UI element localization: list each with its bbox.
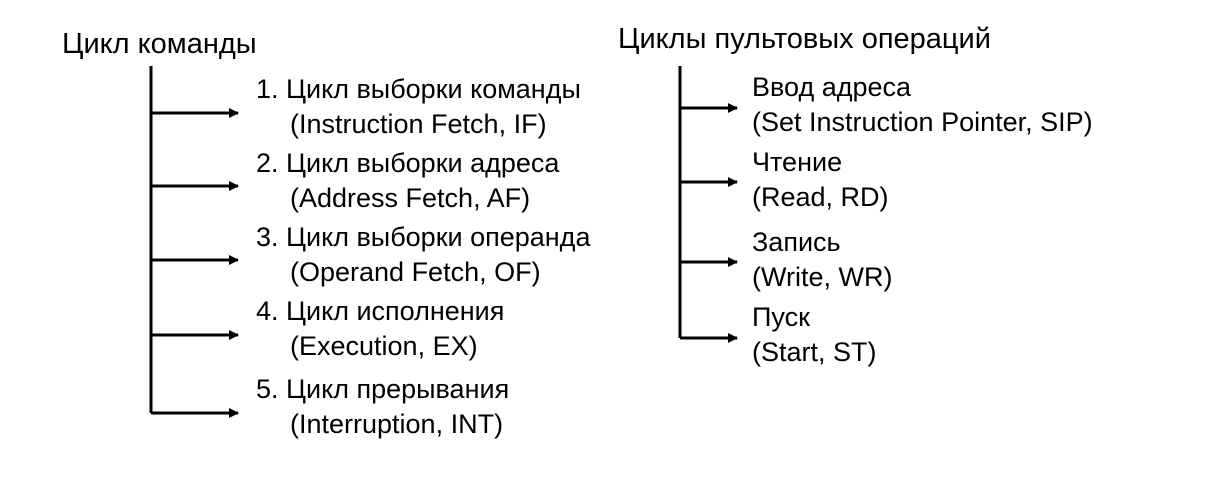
right-item-read: Чтение (Read, RD)	[752, 145, 889, 215]
left-item-label: 5. Цикл прерывания	[256, 374, 510, 404]
right-item-sublabel: (Set Instruction Pointer, SIP)	[752, 107, 1093, 137]
left-item-instruction-fetch: 1. Цикл выборки команды (Instruction Fet…	[256, 72, 581, 142]
right-item-sublabel: (Start, ST)	[752, 337, 877, 367]
left-item-sublabel: (Instruction Fetch, IF)	[290, 109, 547, 139]
right-item-label: Ввод адреса	[752, 72, 912, 102]
right-item-label: Пуск	[752, 302, 810, 332]
left-group-title: Цикл команды	[62, 28, 257, 60]
right-item-label: Запись	[752, 227, 841, 257]
left-item-label: 4. Цикл исполнения	[256, 296, 505, 326]
left-item-execution: 4. Цикл исполнения (Execution, EX)	[256, 294, 504, 364]
right-item-write: Запись (Write, WR)	[752, 225, 892, 295]
left-branches	[151, 108, 239, 418]
right-item-start: Пуск (Start, ST)	[752, 300, 877, 370]
right-item-set-instruction-pointer: Ввод адреса (Set Instruction Pointer, SI…	[752, 70, 1093, 140]
left-item-sublabel: (Interruption, INT)	[290, 409, 504, 439]
left-item-sublabel: (Execution, EX)	[290, 331, 478, 361]
left-item-label: 3. Цикл выборки операнда	[256, 222, 591, 252]
right-item-sublabel: (Write, WR)	[752, 262, 893, 292]
left-item-operand-fetch: 3. Цикл выборки операнда (Operand Fetch,…	[256, 220, 590, 290]
left-item-sublabel: (Operand Fetch, OF)	[290, 257, 541, 287]
right-item-sublabel: (Read, RD)	[752, 182, 889, 212]
left-item-interruption: 5. Цикл прерывания (Interruption, INT)	[256, 372, 509, 442]
right-branches	[680, 103, 738, 343]
left-item-label: 2. Цикл выборки адреса	[256, 148, 560, 178]
right-group-title: Циклы пультовых операций	[618, 23, 991, 55]
right-item-label: Чтение	[752, 147, 843, 177]
left-item-address-fetch: 2. Цикл выборки адреса (Address Fetch, A…	[256, 146, 559, 216]
left-item-sublabel: (Address Fetch, AF)	[290, 183, 531, 213]
left-item-label: 1. Цикл выборки команды	[256, 74, 581, 104]
